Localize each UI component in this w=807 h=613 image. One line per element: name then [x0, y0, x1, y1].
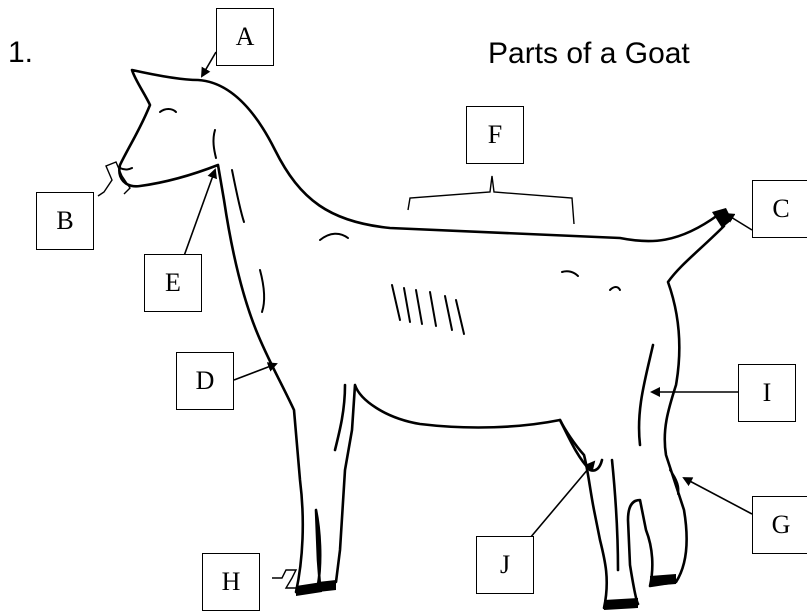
- label-box-e: E: [144, 254, 202, 312]
- arrow-g: [684, 478, 752, 514]
- brackets: [98, 162, 574, 588]
- goat-outline: [119, 70, 724, 608]
- arrow-a: [202, 52, 216, 76]
- question-number: 1.: [8, 36, 33, 70]
- arrow-e: [184, 170, 215, 256]
- bracket-h: [272, 570, 296, 588]
- arrow-j: [530, 462, 594, 538]
- arrow-d: [234, 364, 276, 380]
- label-box-i: I: [738, 364, 796, 422]
- diagram-title: Parts of a Goat: [488, 37, 690, 71]
- goat-details: [120, 109, 679, 494]
- label-box-a: A: [216, 8, 274, 66]
- bracket-f: [408, 176, 574, 224]
- label-box-g: G: [752, 496, 807, 554]
- label-box-h: H: [202, 553, 260, 611]
- arrow-c: [726, 214, 752, 230]
- label-box-j: J: [476, 536, 534, 594]
- label-box-d: D: [176, 352, 234, 410]
- label-box-c: C: [752, 180, 807, 238]
- bracket-b: [98, 162, 130, 196]
- label-box-b: B: [36, 192, 94, 250]
- label-box-f: F: [466, 106, 524, 164]
